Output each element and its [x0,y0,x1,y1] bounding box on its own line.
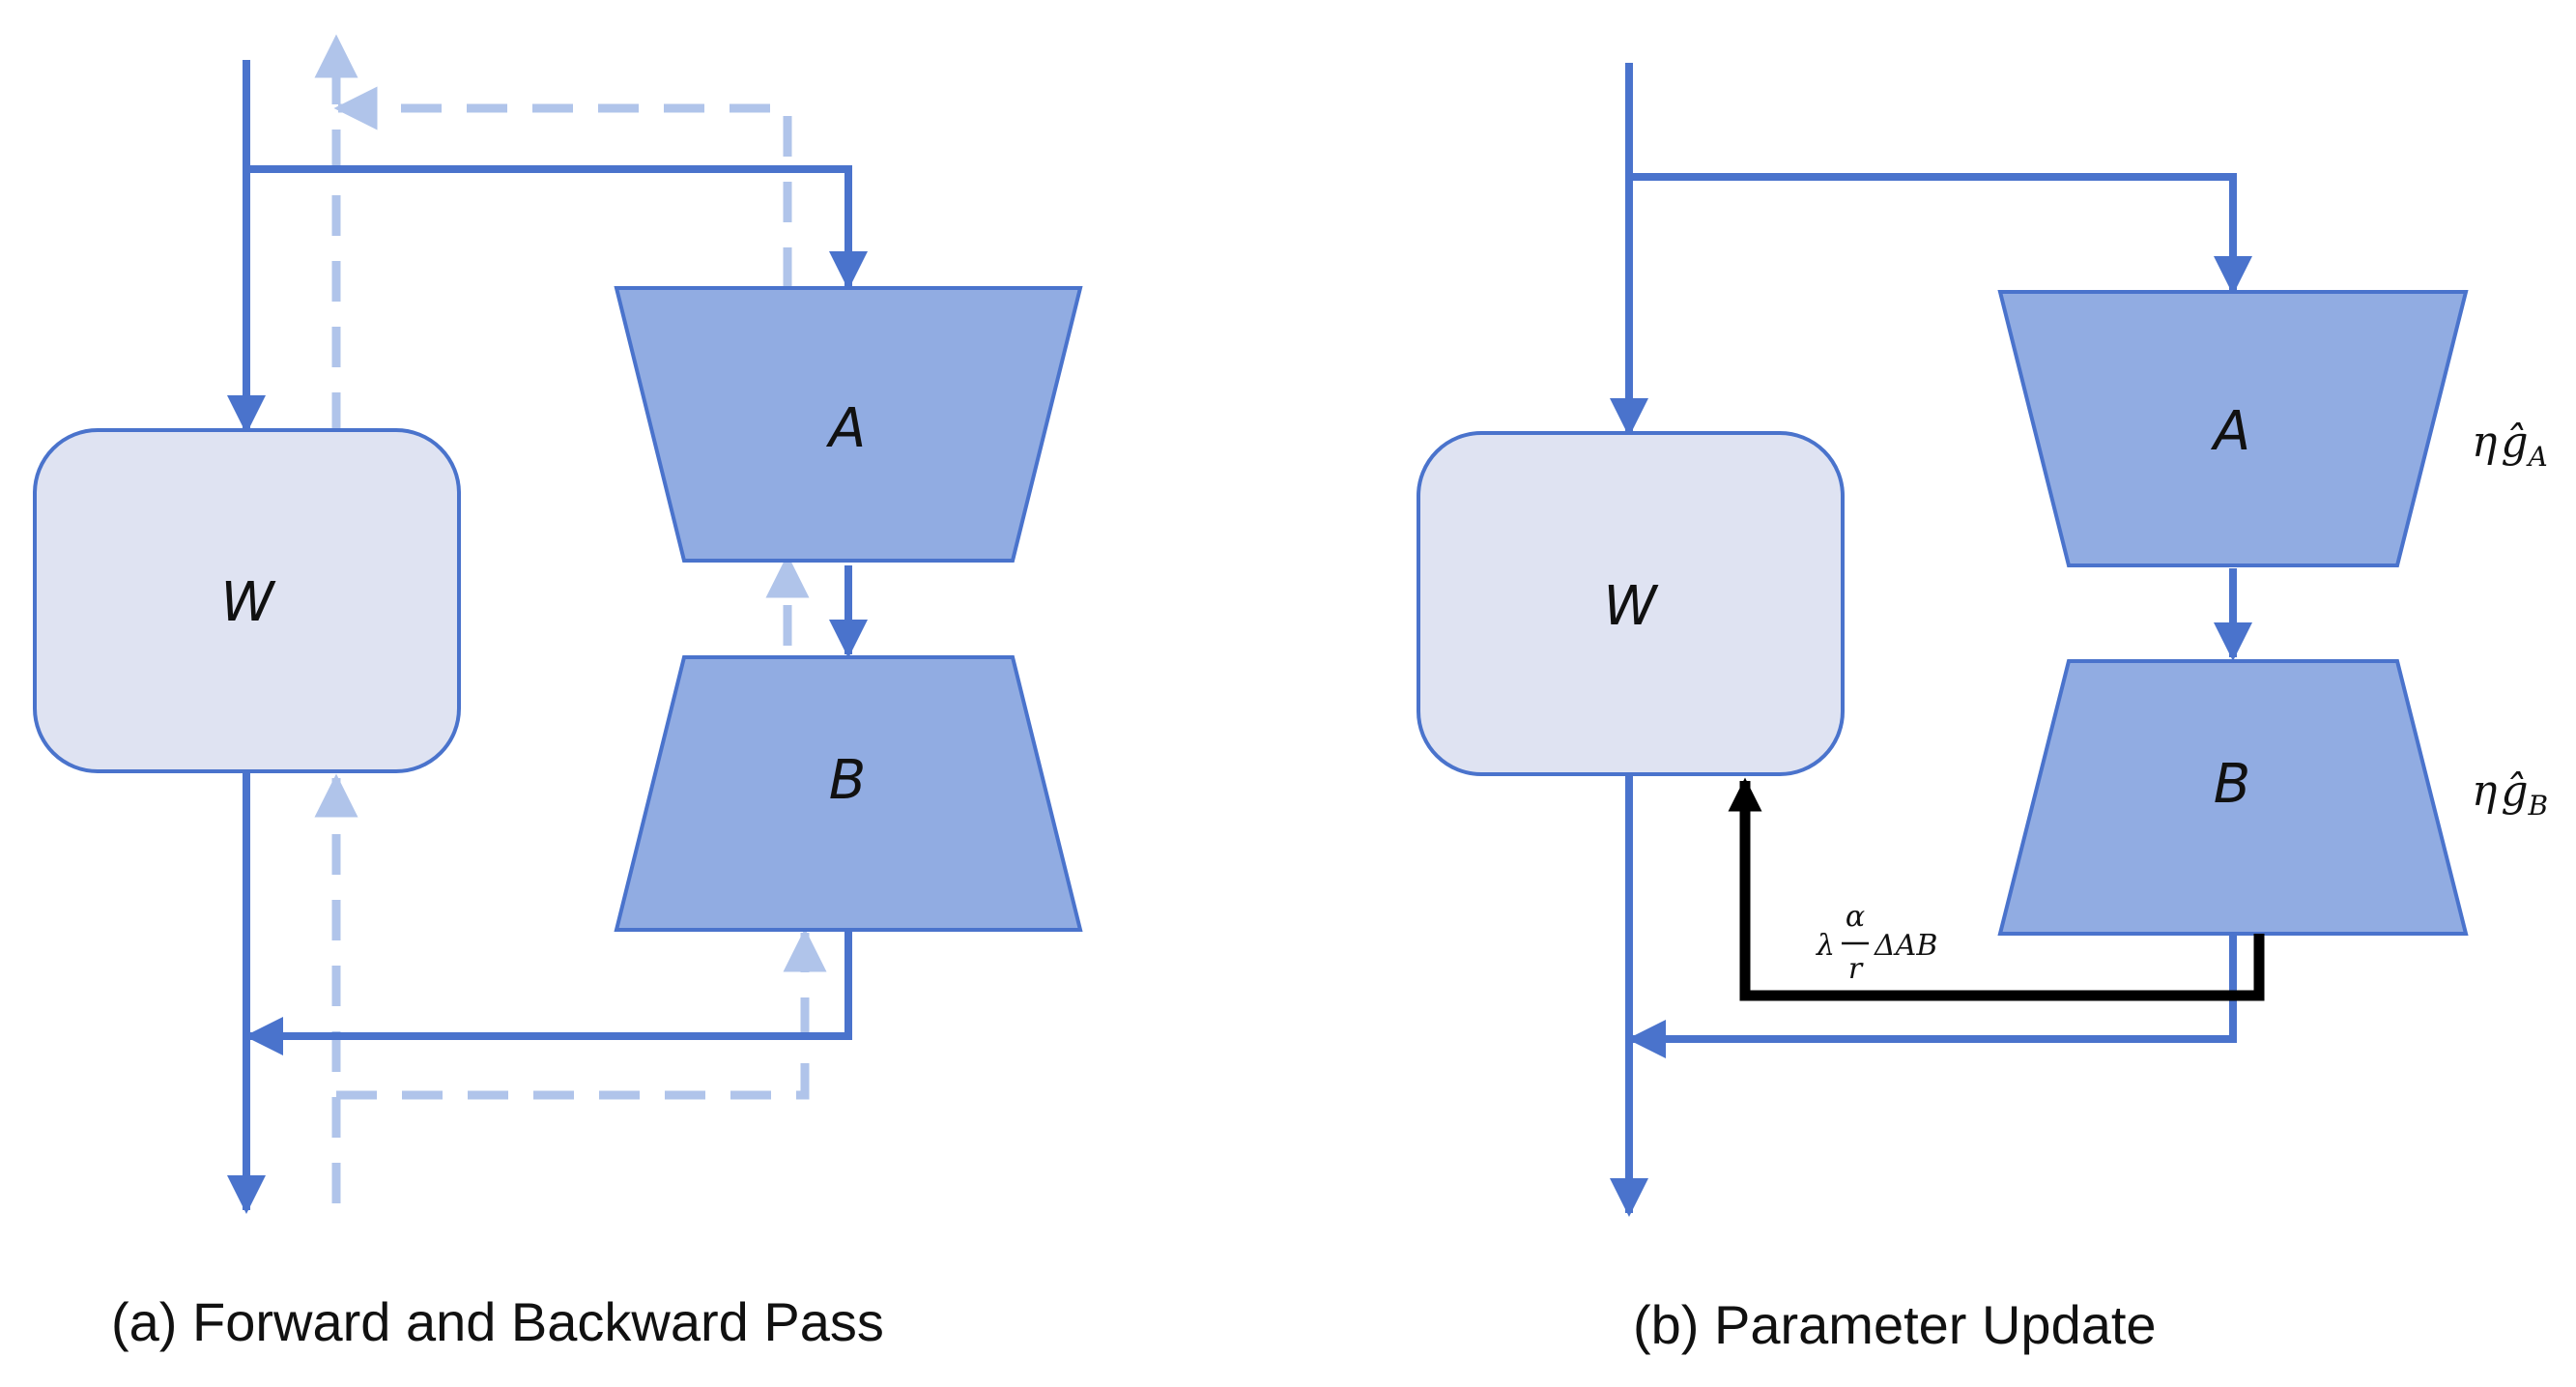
a-update-label: ηĝA [2472,418,2548,473]
caption-panel-a: (a) Forward and Backward Pass [111,1291,884,1352]
subscript-b: B [2528,790,2549,822]
lora-b-block [1997,659,2469,936]
caption-panel-b: (b) Parameter Update [1633,1294,2157,1355]
r-denominator: r [1848,952,1864,986]
alpha-numerator: α [1846,900,1865,934]
g-hat-symbol: ĝ [2501,766,2528,816]
lora-a-block [614,286,1083,563]
delta-ab: ΔAB [1874,929,1937,963]
eta-symbol: η [2472,418,2497,467]
a-label: A [826,397,866,460]
lora-a-block [1997,290,2469,567]
forward-pass-paths [227,60,868,1214]
g-hat-symbol: ĝ [2501,418,2528,467]
forward-paths-b [1610,63,2252,1217]
b-to-merge-path [1627,934,2237,1058]
lora-b-block [614,655,1083,932]
b-label: B [2214,753,2250,816]
eta-symbol: η [2472,766,2497,816]
panel-b: W A B ηĝA ηĝB λ α r ΔAB [1417,63,2548,1217]
weight-decay-path [1728,777,2265,1001]
forward-b-to-merge-path [244,931,852,1055]
a-label: A [2211,400,2250,463]
w-label: W [1603,575,1659,638]
lambda-symbol: λ [1816,929,1835,963]
backward-pass-paths [314,34,827,1203]
panel-a: W A B [33,34,1083,1214]
backward-gradient-into-b-path [336,928,827,1100]
decay-formula: λ α r ΔAB [1816,900,1937,986]
forward-branch-to-a-path [246,165,868,290]
branch-to-a-path [1629,173,2252,295]
b-label: B [829,749,866,812]
b-update-label: ηĝB [2472,766,2548,822]
backward-gradient-a-path [333,86,792,288]
pretrained-weight-block [1417,431,1845,776]
w-label: W [220,571,276,634]
subscript-a: A [2526,441,2548,473]
pretrained-weight-block [33,428,461,773]
